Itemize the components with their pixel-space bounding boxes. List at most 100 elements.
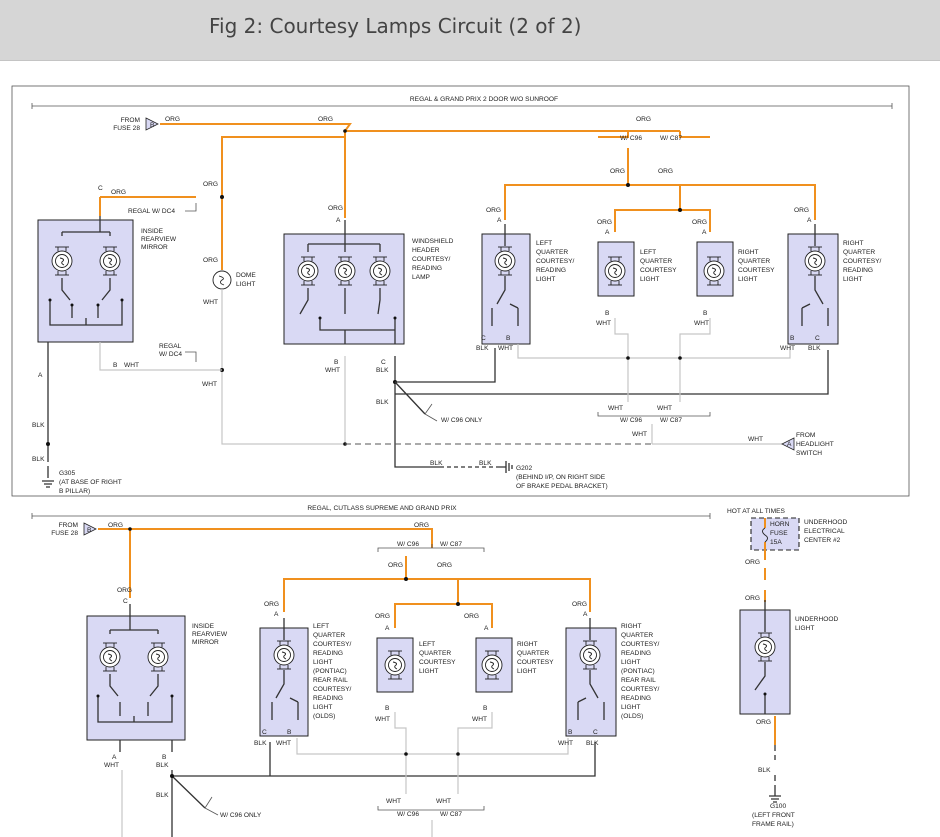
pin-label: A bbox=[112, 754, 117, 761]
component-label: INSIDE bbox=[192, 623, 215, 630]
wire-color-label: WHT bbox=[472, 716, 487, 723]
wire-color-label: ORG bbox=[111, 189, 126, 196]
wire-color-label: ORG bbox=[388, 562, 403, 569]
component-label: COURTESY bbox=[517, 659, 554, 666]
wire-color-label: WHT bbox=[498, 345, 513, 352]
svg-text:CENTER #2: CENTER #2 bbox=[804, 537, 841, 544]
regal-dc4-label: W/ DC4 bbox=[159, 351, 182, 358]
component-label: QUARTER bbox=[419, 650, 451, 657]
wire-color-label: ORG bbox=[597, 219, 612, 226]
wire-color-label: WHT bbox=[694, 320, 709, 327]
headlight-label: HEADLIGHT bbox=[796, 441, 834, 448]
svg-text:LIGHT: LIGHT bbox=[621, 704, 640, 711]
wire-color-label: BLK bbox=[430, 460, 443, 467]
ground-label: FRAME RAIL) bbox=[752, 821, 794, 828]
component-label: LIGHT bbox=[517, 668, 536, 675]
pin-label: B bbox=[150, 122, 155, 129]
from-fuse-label: FROM bbox=[59, 522, 78, 529]
svg-text:HORN: HORN bbox=[770, 521, 790, 528]
svg-text:DOME: DOME bbox=[236, 272, 256, 279]
horn-fuse-15a bbox=[750, 517, 800, 551]
component-label: COURTESY/ bbox=[313, 641, 352, 648]
svg-text:(AT BASE OF RIGHT: (AT BASE OF RIGHT bbox=[59, 479, 122, 486]
component-label: LIGHT bbox=[738, 276, 757, 283]
svg-text:COURTESY: COURTESY bbox=[738, 267, 775, 274]
regal-dc4-label: REGAL bbox=[159, 343, 182, 350]
page-title: Fig 2: Courtesy Lamps Circuit (2 of 2) bbox=[209, 14, 582, 38]
wire-color-label: ORG bbox=[375, 613, 390, 620]
svg-text:MIRROR: MIRROR bbox=[192, 639, 219, 646]
svg-text:RIGHT: RIGHT bbox=[621, 623, 642, 630]
wire-color-label: ORG bbox=[165, 116, 180, 123]
pin-label: B bbox=[506, 335, 511, 342]
pin-label: B bbox=[162, 754, 167, 761]
component-label: REAR RAIL bbox=[313, 677, 348, 684]
svg-text:(LEFT FRONT: (LEFT FRONT bbox=[752, 812, 795, 819]
headlight-switch-connector bbox=[781, 437, 795, 451]
wire-color-label: BLK bbox=[808, 345, 821, 352]
wire-color-label: BLK bbox=[376, 399, 389, 406]
wire-color-label: ORG bbox=[203, 257, 218, 264]
component-label: LEFT bbox=[419, 641, 435, 648]
fuse-28-connector-top bbox=[145, 117, 159, 131]
component-label: UNDERHOOD bbox=[804, 519, 847, 526]
svg-text:REGAL: REGAL bbox=[159, 343, 182, 350]
wire-color-label: WHT bbox=[276, 740, 291, 747]
wire-color-label: WHT bbox=[375, 716, 390, 723]
from-fuse-label: FROM bbox=[121, 117, 140, 124]
component-label: LIGHT bbox=[236, 281, 255, 288]
svg-text:LEFT: LEFT bbox=[419, 641, 435, 648]
component-label: READING bbox=[621, 695, 651, 702]
svg-text:COURTESY/: COURTESY/ bbox=[313, 686, 352, 693]
option-label: W/ C96 bbox=[620, 417, 642, 424]
option-label: W/ C96 bbox=[397, 811, 419, 818]
component-label: READING bbox=[536, 267, 566, 274]
option-label: W/ C96 bbox=[620, 135, 642, 142]
left-quarter-reading-light-top bbox=[481, 233, 531, 345]
svg-text:QUARTER: QUARTER bbox=[640, 258, 672, 265]
pin-label: B bbox=[334, 359, 339, 366]
pin-label: A bbox=[385, 625, 390, 632]
component-label: (OLDS) bbox=[313, 713, 335, 720]
component-label: (PONTIAC) bbox=[313, 668, 347, 675]
ground-label: G100 bbox=[770, 803, 786, 810]
svg-text:COURTESY: COURTESY bbox=[640, 267, 677, 274]
component-label: RIGHT bbox=[517, 641, 538, 648]
svg-text:LIGHT: LIGHT bbox=[313, 704, 332, 711]
pin-label: A bbox=[497, 217, 502, 224]
option-label: W/ C96 ONLY bbox=[220, 812, 262, 819]
pin-label: B bbox=[87, 527, 92, 534]
top-diagram-border bbox=[11, 85, 910, 497]
svg-text:READING: READING bbox=[412, 265, 442, 272]
wire-color-label: ORG bbox=[117, 587, 132, 594]
svg-text:15A: 15A bbox=[770, 539, 782, 546]
ground-label: G202 bbox=[516, 465, 532, 472]
svg-text:LIGHT: LIGHT bbox=[536, 276, 555, 283]
right-quarter-reading-light-bottom bbox=[565, 627, 617, 737]
component-label: LIGHT bbox=[843, 276, 862, 283]
svg-text:G202: G202 bbox=[516, 465, 532, 472]
headlight-label: FROM bbox=[796, 432, 815, 439]
svg-text:QUARTER: QUARTER bbox=[313, 632, 345, 639]
wire-color-label: ORG bbox=[756, 719, 771, 726]
svg-text:UNDERHOOD: UNDERHOOD bbox=[804, 519, 847, 526]
component-label: LIGHT bbox=[313, 704, 332, 711]
component-label: REARVIEW bbox=[192, 631, 228, 638]
svg-text:HEADER: HEADER bbox=[412, 247, 440, 254]
component-label: COURTESY bbox=[419, 659, 456, 666]
wire-color-label: BLK bbox=[156, 762, 169, 769]
component-label: LIGHT bbox=[536, 276, 555, 283]
bottom-section-label: REGAL, CUTLASS SUPREME AND GRAND PRIX bbox=[307, 505, 457, 512]
svg-text:READING: READING bbox=[621, 650, 651, 657]
inside-rearview-mirror-bottom bbox=[86, 615, 186, 741]
pin-label: C bbox=[481, 335, 486, 342]
wire-color-label: WHT bbox=[124, 362, 139, 369]
component-label: READING bbox=[313, 650, 343, 657]
pin-label: B bbox=[287, 729, 292, 736]
svg-text:QUARTER: QUARTER bbox=[419, 650, 451, 657]
component-label: READING bbox=[313, 695, 343, 702]
svg-text:WINDSHIELD: WINDSHIELD bbox=[412, 238, 454, 245]
component-label: QUARTER bbox=[640, 258, 672, 265]
component-label: MIRROR bbox=[192, 639, 219, 646]
pin-label: A bbox=[484, 625, 489, 632]
